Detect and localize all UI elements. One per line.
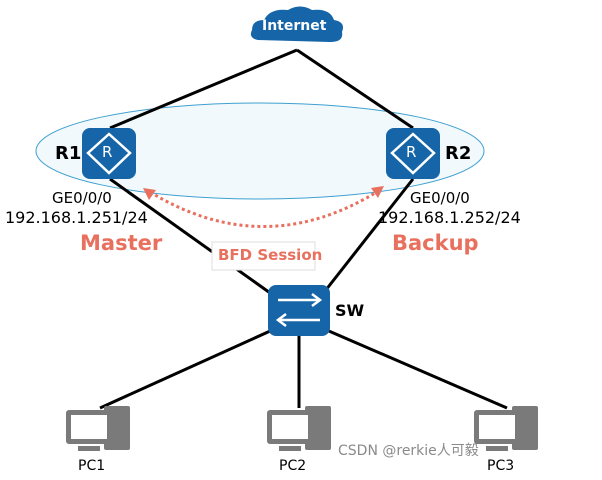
r1-interface: GE0/0/0 xyxy=(52,189,112,207)
link-r1-sw xyxy=(109,177,281,302)
pc2-label: PC2 xyxy=(279,458,307,474)
r1-router-glyph: R xyxy=(102,143,113,161)
r1-label: R1 xyxy=(55,143,82,164)
arrowhead-right xyxy=(371,186,384,198)
internet-cloud-icon xyxy=(250,6,343,42)
r2-interface: GE0/0/0 xyxy=(410,189,470,207)
watermark: CSDN @rerkie人可毅 xyxy=(338,443,479,459)
r1-role: Master xyxy=(80,231,163,255)
r2-ip: 192.168.1.252/24 xyxy=(378,208,521,227)
bfd-session-arrow xyxy=(149,188,381,228)
link-internet-r1 xyxy=(109,48,298,130)
vrrp-group-ellipse xyxy=(35,102,485,200)
r2-router-icon xyxy=(386,128,440,179)
link-internet-r2 xyxy=(296,48,414,130)
r2-role: Backup xyxy=(392,231,479,255)
pc3-icon xyxy=(474,406,538,451)
link-sw-pc3 xyxy=(307,320,508,410)
pc1-icon xyxy=(66,406,130,451)
pc1-label: PC1 xyxy=(78,458,106,474)
internet-label: Internet xyxy=(262,18,327,34)
bfd-label-box xyxy=(211,241,316,271)
pc3-label: PC3 xyxy=(487,458,515,474)
pc2-icon xyxy=(267,406,331,451)
arrowhead-left xyxy=(143,188,156,200)
r1-ip: 192.168.1.251/24 xyxy=(5,208,148,227)
sw-switch-icon xyxy=(268,285,330,336)
r2-router-glyph: R xyxy=(406,143,417,161)
r1-router-icon xyxy=(82,128,136,179)
sw-label: SW xyxy=(335,301,365,320)
link-r2-sw xyxy=(316,178,415,301)
bfd-session-label: BFD Session xyxy=(218,246,323,264)
links xyxy=(99,48,508,410)
link-sw-pc1 xyxy=(99,320,291,410)
r2-label: R2 xyxy=(445,143,472,164)
